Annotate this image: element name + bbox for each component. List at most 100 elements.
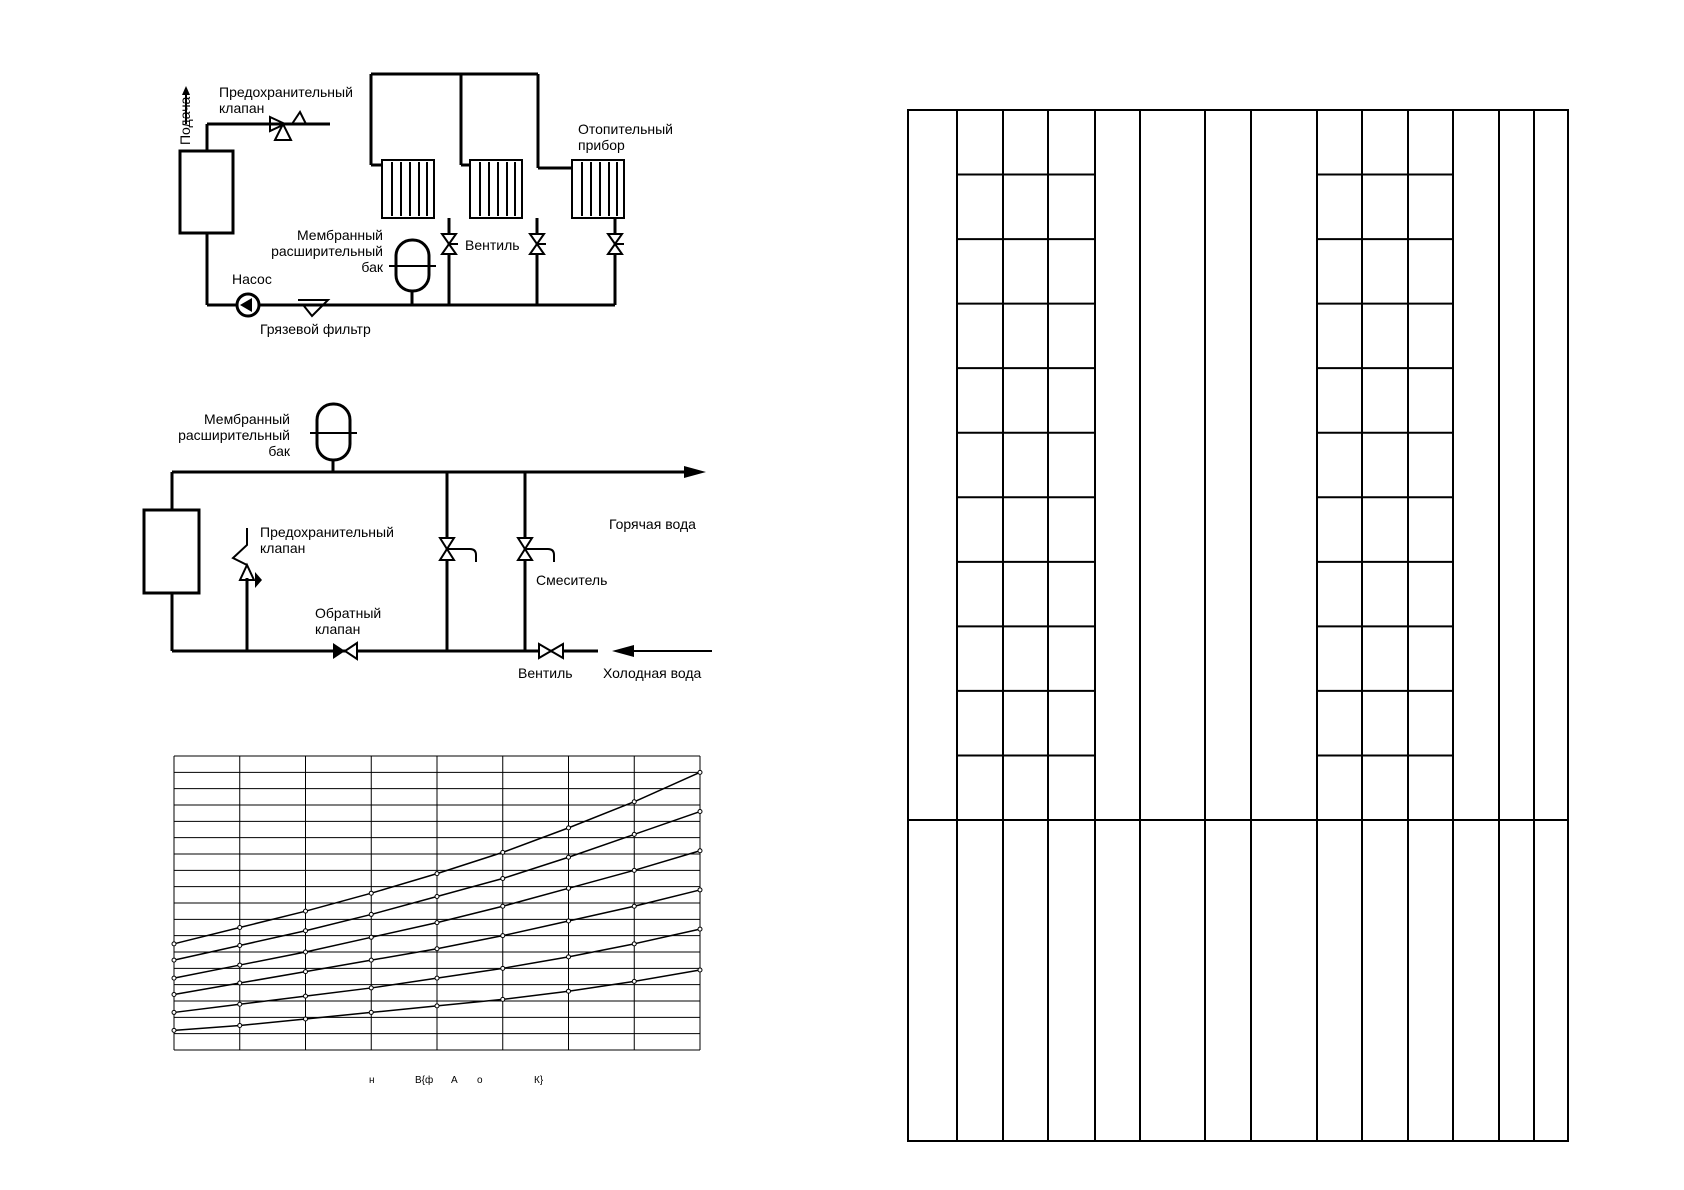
valve-2	[528, 233, 546, 255]
radiator-3	[571, 159, 625, 219]
chart-point	[500, 933, 506, 939]
chart-point	[631, 978, 637, 984]
expansion-tank-1	[389, 238, 436, 305]
chart-point	[500, 876, 506, 881]
expansion-tank-2	[310, 402, 357, 472]
heater-label-2: прибор	[578, 137, 625, 153]
chart-point	[303, 969, 308, 975]
chart-point	[434, 871, 440, 877]
chart-caption-glyph: К}	[534, 1075, 544, 1086]
radiator-1	[381, 159, 435, 219]
chart-point	[697, 769, 703, 775]
chart-point	[237, 1001, 243, 1007]
chart-caption-glyph: о	[477, 1075, 483, 1086]
chart-point	[303, 1016, 308, 1022]
chart-point	[631, 831, 637, 837]
chart-series	[171, 769, 703, 1033]
pump-label: Насос	[232, 271, 272, 287]
chart-point	[500, 903, 506, 909]
chart-point	[237, 942, 243, 948]
chart-point	[368, 1009, 374, 1015]
chart-point	[631, 799, 637, 805]
check-valve-label-1: Обратный	[315, 605, 381, 621]
chart-point	[237, 962, 243, 968]
chart-point	[171, 975, 177, 981]
boiler	[178, 149, 235, 235]
chart-point	[237, 980, 243, 986]
chart-point	[631, 941, 637, 947]
chart-point	[434, 975, 440, 981]
chart-point	[631, 903, 637, 909]
tank-label-2: расширительный	[271, 243, 383, 259]
chart-point	[631, 867, 637, 873]
chart-point	[237, 1023, 243, 1028]
chart-point	[566, 854, 571, 860]
pump	[235, 292, 261, 318]
chart-grid	[173, 755, 701, 1051]
chart-point	[566, 825, 571, 831]
chart-point	[368, 911, 374, 917]
safety-valve-label-1: Предохранительный	[219, 84, 353, 100]
chart-point	[303, 908, 308, 914]
chart-point	[171, 1009, 177, 1015]
tank2-label-2: расширительный	[178, 427, 290, 443]
chart-point	[500, 996, 506, 1002]
mixer-2	[516, 537, 555, 562]
chart-point	[697, 926, 703, 932]
chart-point	[303, 928, 308, 934]
supply-arrow-head	[182, 86, 190, 95]
valve-label: Вентиль	[465, 237, 520, 253]
chart-point	[171, 941, 177, 947]
chart-point	[697, 967, 703, 973]
cold-water-label: Холодная вода	[603, 665, 702, 681]
chart-point	[434, 920, 440, 926]
chart-point	[368, 957, 374, 963]
table-grid	[907, 109, 1569, 1142]
supply-label: Подача	[177, 97, 193, 145]
chart-caption-glyph: В{ф	[415, 1074, 433, 1086]
chart-point	[500, 965, 506, 971]
chart-caption-glyph: А	[451, 1075, 458, 1086]
chart-point	[171, 991, 177, 997]
safety-valve-label-2: клапан	[219, 100, 264, 116]
chart-point	[697, 848, 703, 854]
safety-valve2-label-1: Предохранительный	[260, 524, 394, 540]
chart-caption-glyph: н	[369, 1075, 375, 1086]
tank-label-1: Мембранный	[297, 227, 383, 243]
chart-point	[566, 885, 571, 891]
heater-label-1: Отопительный	[578, 121, 673, 137]
check-valve	[333, 641, 358, 661]
chart-point	[368, 985, 374, 991]
chart-point	[303, 949, 308, 955]
valve2-label: Вентиль	[518, 665, 573, 681]
chart-point	[171, 957, 177, 963]
valve-1	[440, 233, 458, 255]
water-heater	[142, 508, 201, 595]
chart-point	[434, 1003, 440, 1009]
table-border	[907, 109, 1569, 1142]
mixer-label: Смеситель	[536, 572, 607, 588]
tank2-label-1: Мембранный	[204, 411, 290, 427]
chart-point	[697, 809, 703, 815]
mixer-1	[438, 537, 477, 562]
chart-point	[566, 954, 571, 960]
chart-point	[303, 993, 308, 999]
safety-valve2-label-2: клапан	[260, 540, 305, 556]
inlet-valve	[538, 642, 564, 660]
hot-water-label: Горячая вода	[609, 516, 696, 532]
filter-label: Грязевой фильтр	[260, 321, 371, 337]
chart-point	[171, 1027, 177, 1033]
chart-point	[434, 893, 440, 899]
safety-valve-2	[231, 528, 262, 588]
hot-water-diagram: Мембранный расширительный бак Горячая во…	[142, 402, 712, 681]
tank-label-3: бак	[361, 259, 383, 275]
chart-point	[566, 918, 571, 924]
valve-3	[606, 233, 624, 255]
heating-diagram: Подача Предохранительный клапан Отопител…	[177, 72, 673, 337]
hot-water-arrow	[684, 466, 706, 478]
chart-point	[500, 849, 506, 855]
radiator-2	[469, 159, 523, 219]
